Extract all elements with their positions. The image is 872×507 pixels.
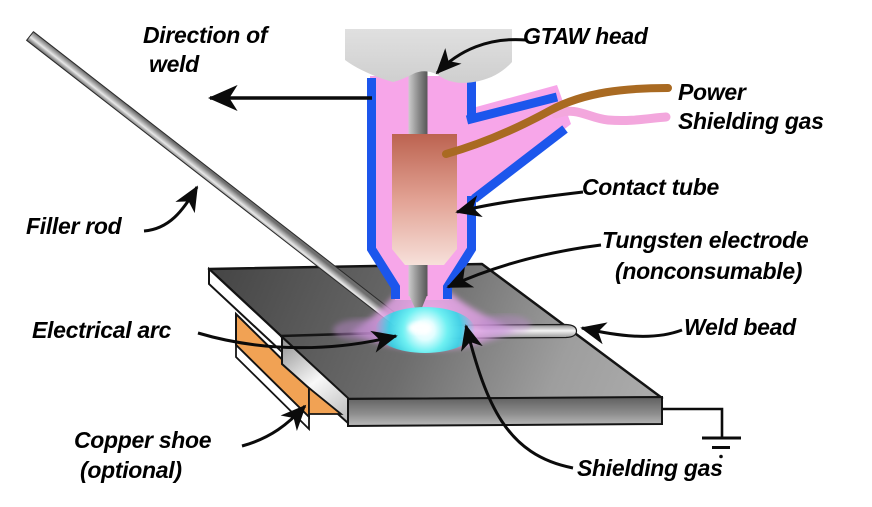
- contact-tube-shape: [392, 134, 457, 265]
- arrow-filler-rod: [143, 185, 199, 233]
- label-tungsten-electrode-line1: Tungsten electrode: [602, 227, 809, 253]
- label-shielding-gas-supply: Shielding gas: [678, 108, 824, 134]
- arrow-copper-shoe: [241, 404, 307, 448]
- label-shielding-gas-region: Shielding gas: [577, 455, 723, 481]
- arrow-contact-tube: [455, 190, 584, 217]
- label-power: Power: [678, 79, 746, 105]
- label-copper-shoe-line1: Copper shoe: [74, 427, 212, 453]
- ground-symbol-dot: [719, 454, 723, 459]
- workpiece-front-face: [347, 395, 663, 428]
- label-copper-shoe-line2: (optional): [80, 457, 182, 483]
- gas-inlet-lower-wall: [471, 125, 568, 203]
- label-filler-rod: Filler rod: [26, 213, 122, 239]
- label-gtaw-head: GTAW head: [523, 23, 648, 49]
- gtaw-head-shape: [345, 29, 512, 83]
- label-direction-of-weld-line2: weld: [149, 51, 199, 77]
- label-contact-tube: Contact tube: [582, 174, 719, 200]
- arrow-tungsten-electrode: [446, 243, 602, 289]
- power-wire: [442, 84, 672, 158]
- electric-arc-core: [408, 322, 432, 334]
- nozzle-left-wall: [367, 78, 400, 299]
- gas-cloud-right-tint: [479, 315, 531, 335]
- arrow-weld-bead: [580, 322, 683, 345]
- label-weld-bead: Weld bead: [684, 314, 796, 340]
- gas-inlet-upper-wall: [465, 92, 559, 125]
- tungsten-electrode-tip: [408, 294, 428, 314]
- label-tungsten-electrode-line2: (nonconsumable): [615, 258, 803, 284]
- shielding-gas-hose: [551, 106, 671, 126]
- ground-wire: [662, 407, 724, 437]
- arrow-shielding-gas-region: [461, 324, 574, 470]
- arrow-gtaw-head: [435, 38, 527, 75]
- copper-shoe-end-face: [308, 386, 344, 415]
- label-direction-of-weld-line1: Direction of: [143, 22, 268, 48]
- arrow-electrical-arc: [197, 330, 398, 353]
- label-electrical-arc: Electrical arc: [32, 317, 172, 343]
